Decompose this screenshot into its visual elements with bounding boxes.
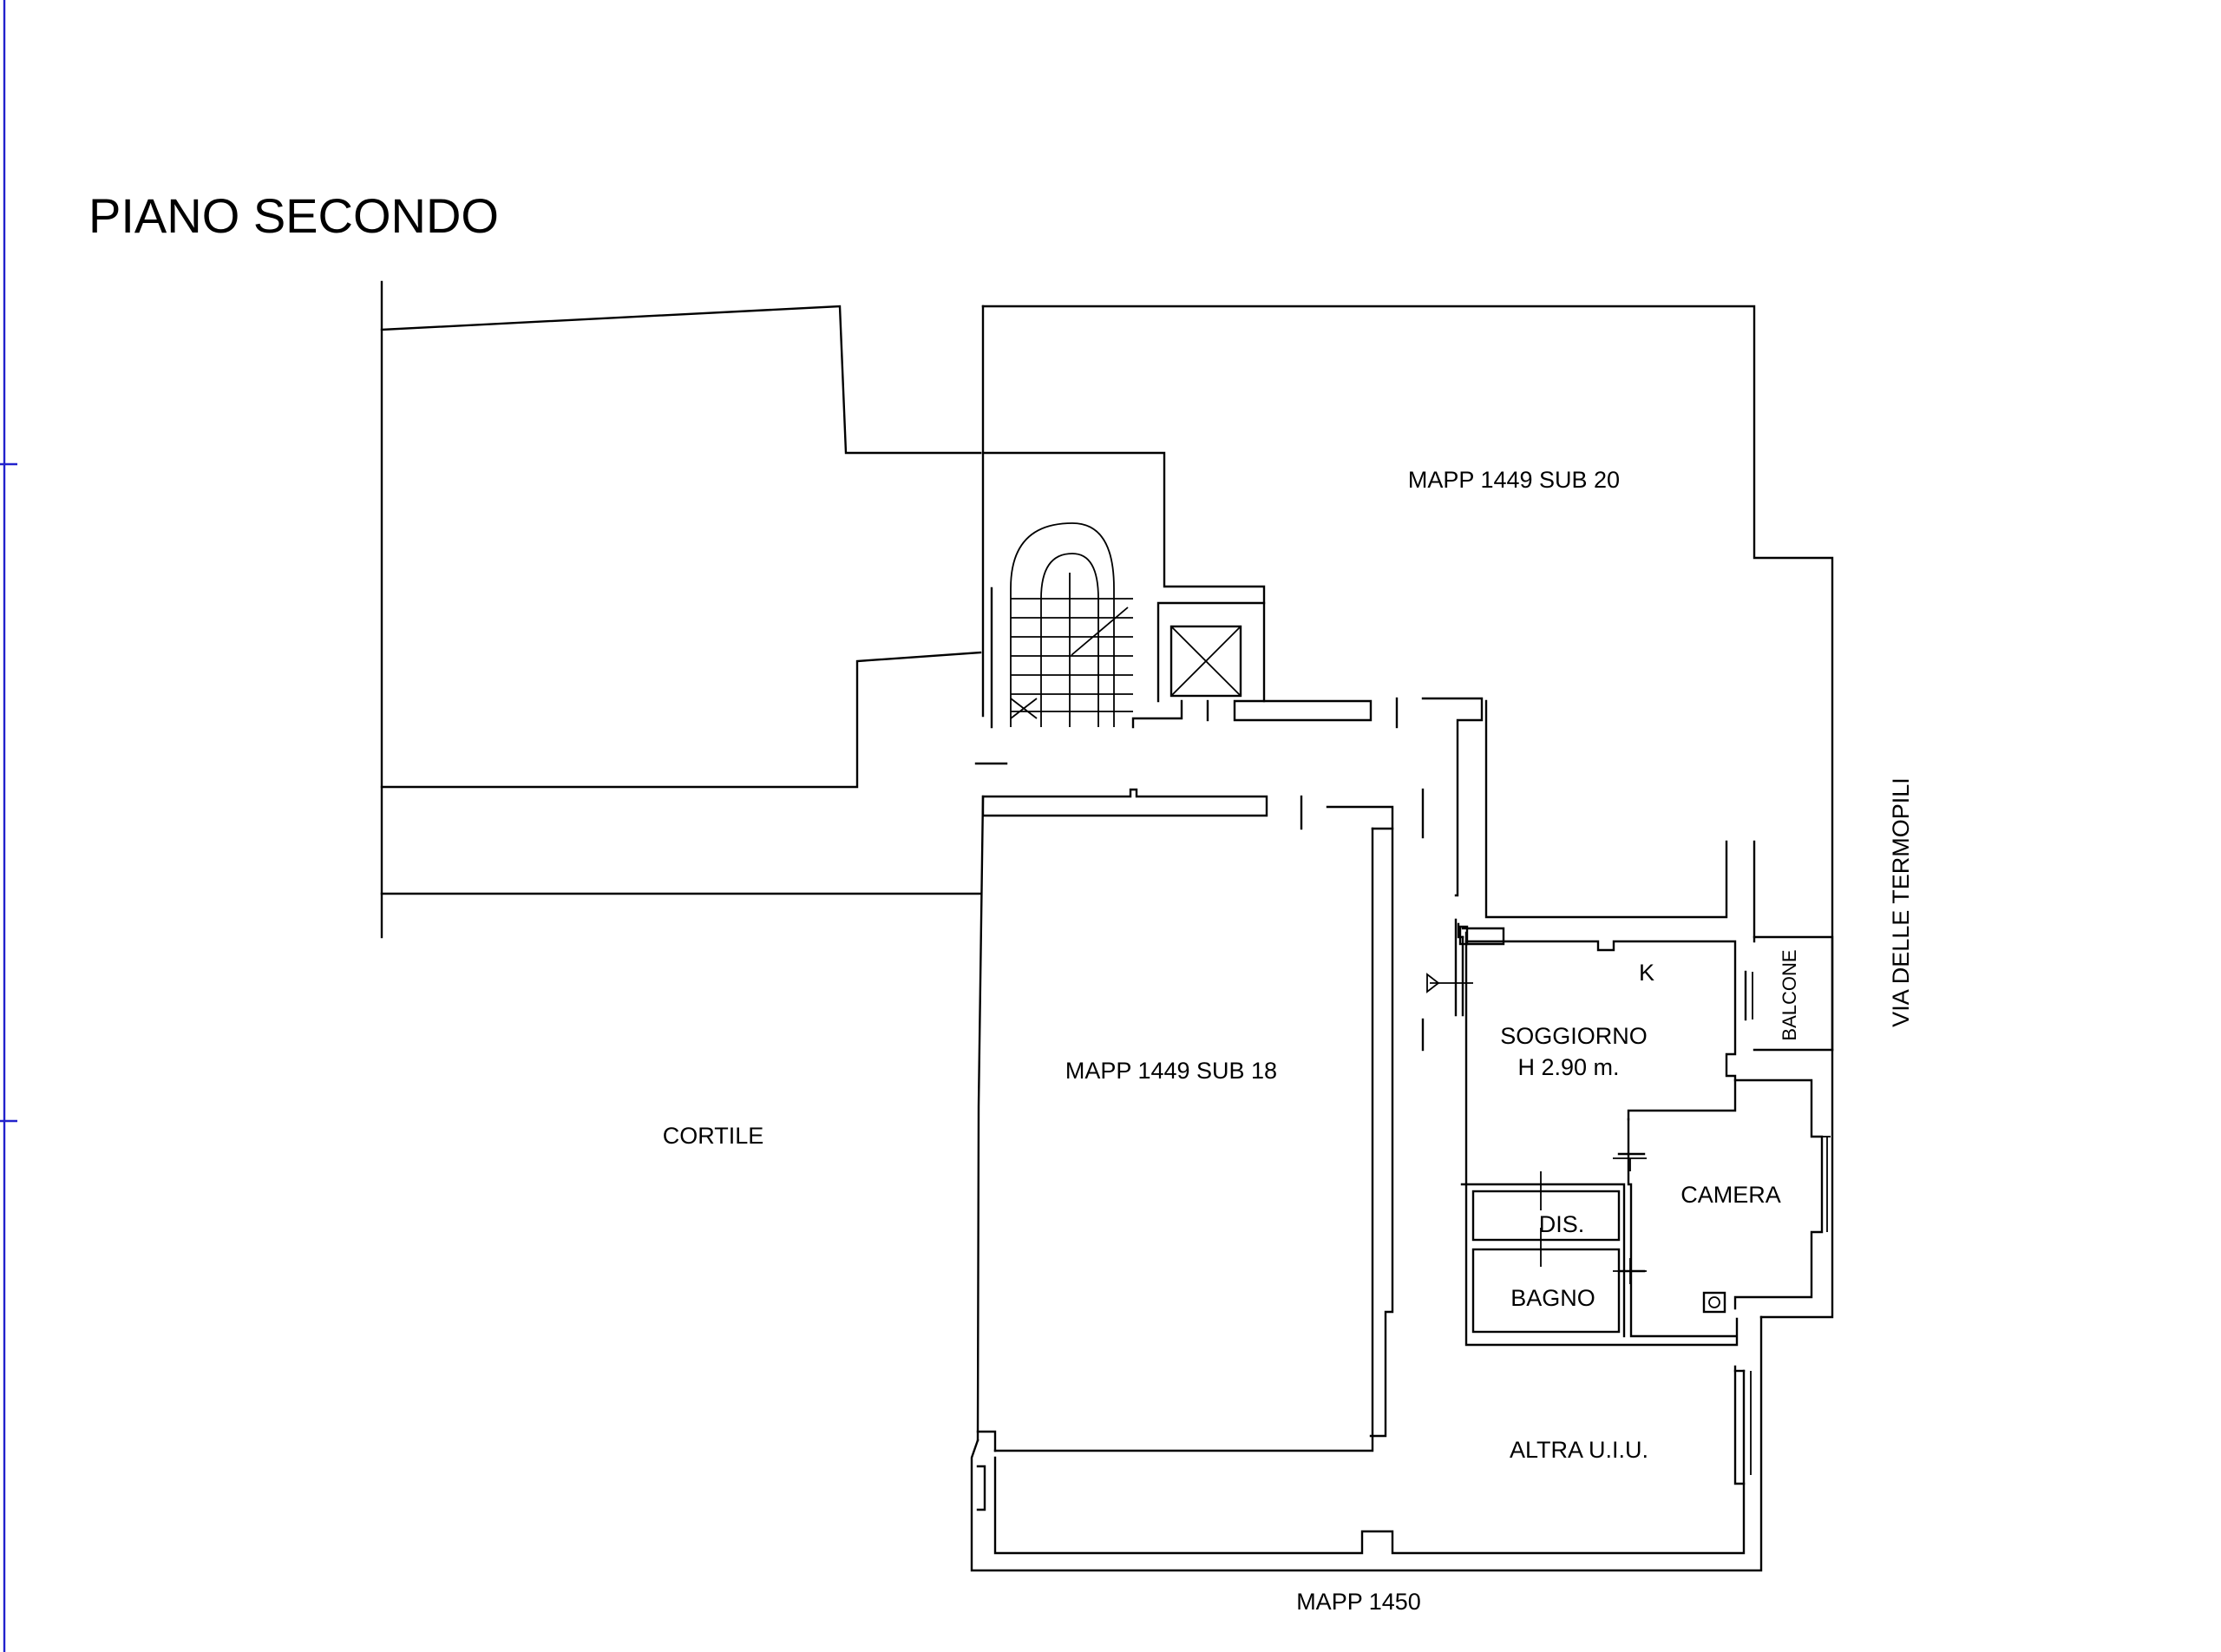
neighbour-building (380, 280, 982, 939)
sheet-frame (0, 0, 17, 1652)
label-altra-uiu: ALTRA U.I.U. (1510, 1437, 1648, 1463)
lift-shaft (1156, 601, 1266, 722)
label-kitchen: K (1639, 960, 1654, 986)
unit-altra-outline (970, 1315, 1763, 1572)
unit-sub18-outline (976, 788, 1394, 1452)
stair-core (981, 451, 1266, 729)
plan-title: PIANO SECONDO (88, 188, 499, 243)
label-height: H 2.90 m. (1517, 1054, 1619, 1080)
label-sub18: MAPP 1449 SUB 18 (1065, 1058, 1277, 1084)
corridor-walls (974, 697, 1484, 1052)
label-bagno: BAGNO (1510, 1285, 1595, 1311)
label-camera: CAMERA (1680, 1182, 1781, 1208)
unit-sub20-outline (981, 305, 1834, 1319)
apartment-walls (1426, 922, 1834, 1347)
label-cortile: CORTILE (663, 1123, 764, 1149)
label-street: VIA DELLE TERMOPILI (1888, 777, 1914, 1027)
label-sub20: MAPP 1449 SUB 20 (1408, 467, 1620, 493)
label-mapp1450: MAPP 1450 (1296, 1589, 1421, 1615)
label-dis: DIS. (1539, 1211, 1585, 1237)
label-balcone: BALCONE (1779, 949, 1800, 1040)
label-soggiorno: SOGGIORNO (1500, 1023, 1648, 1049)
